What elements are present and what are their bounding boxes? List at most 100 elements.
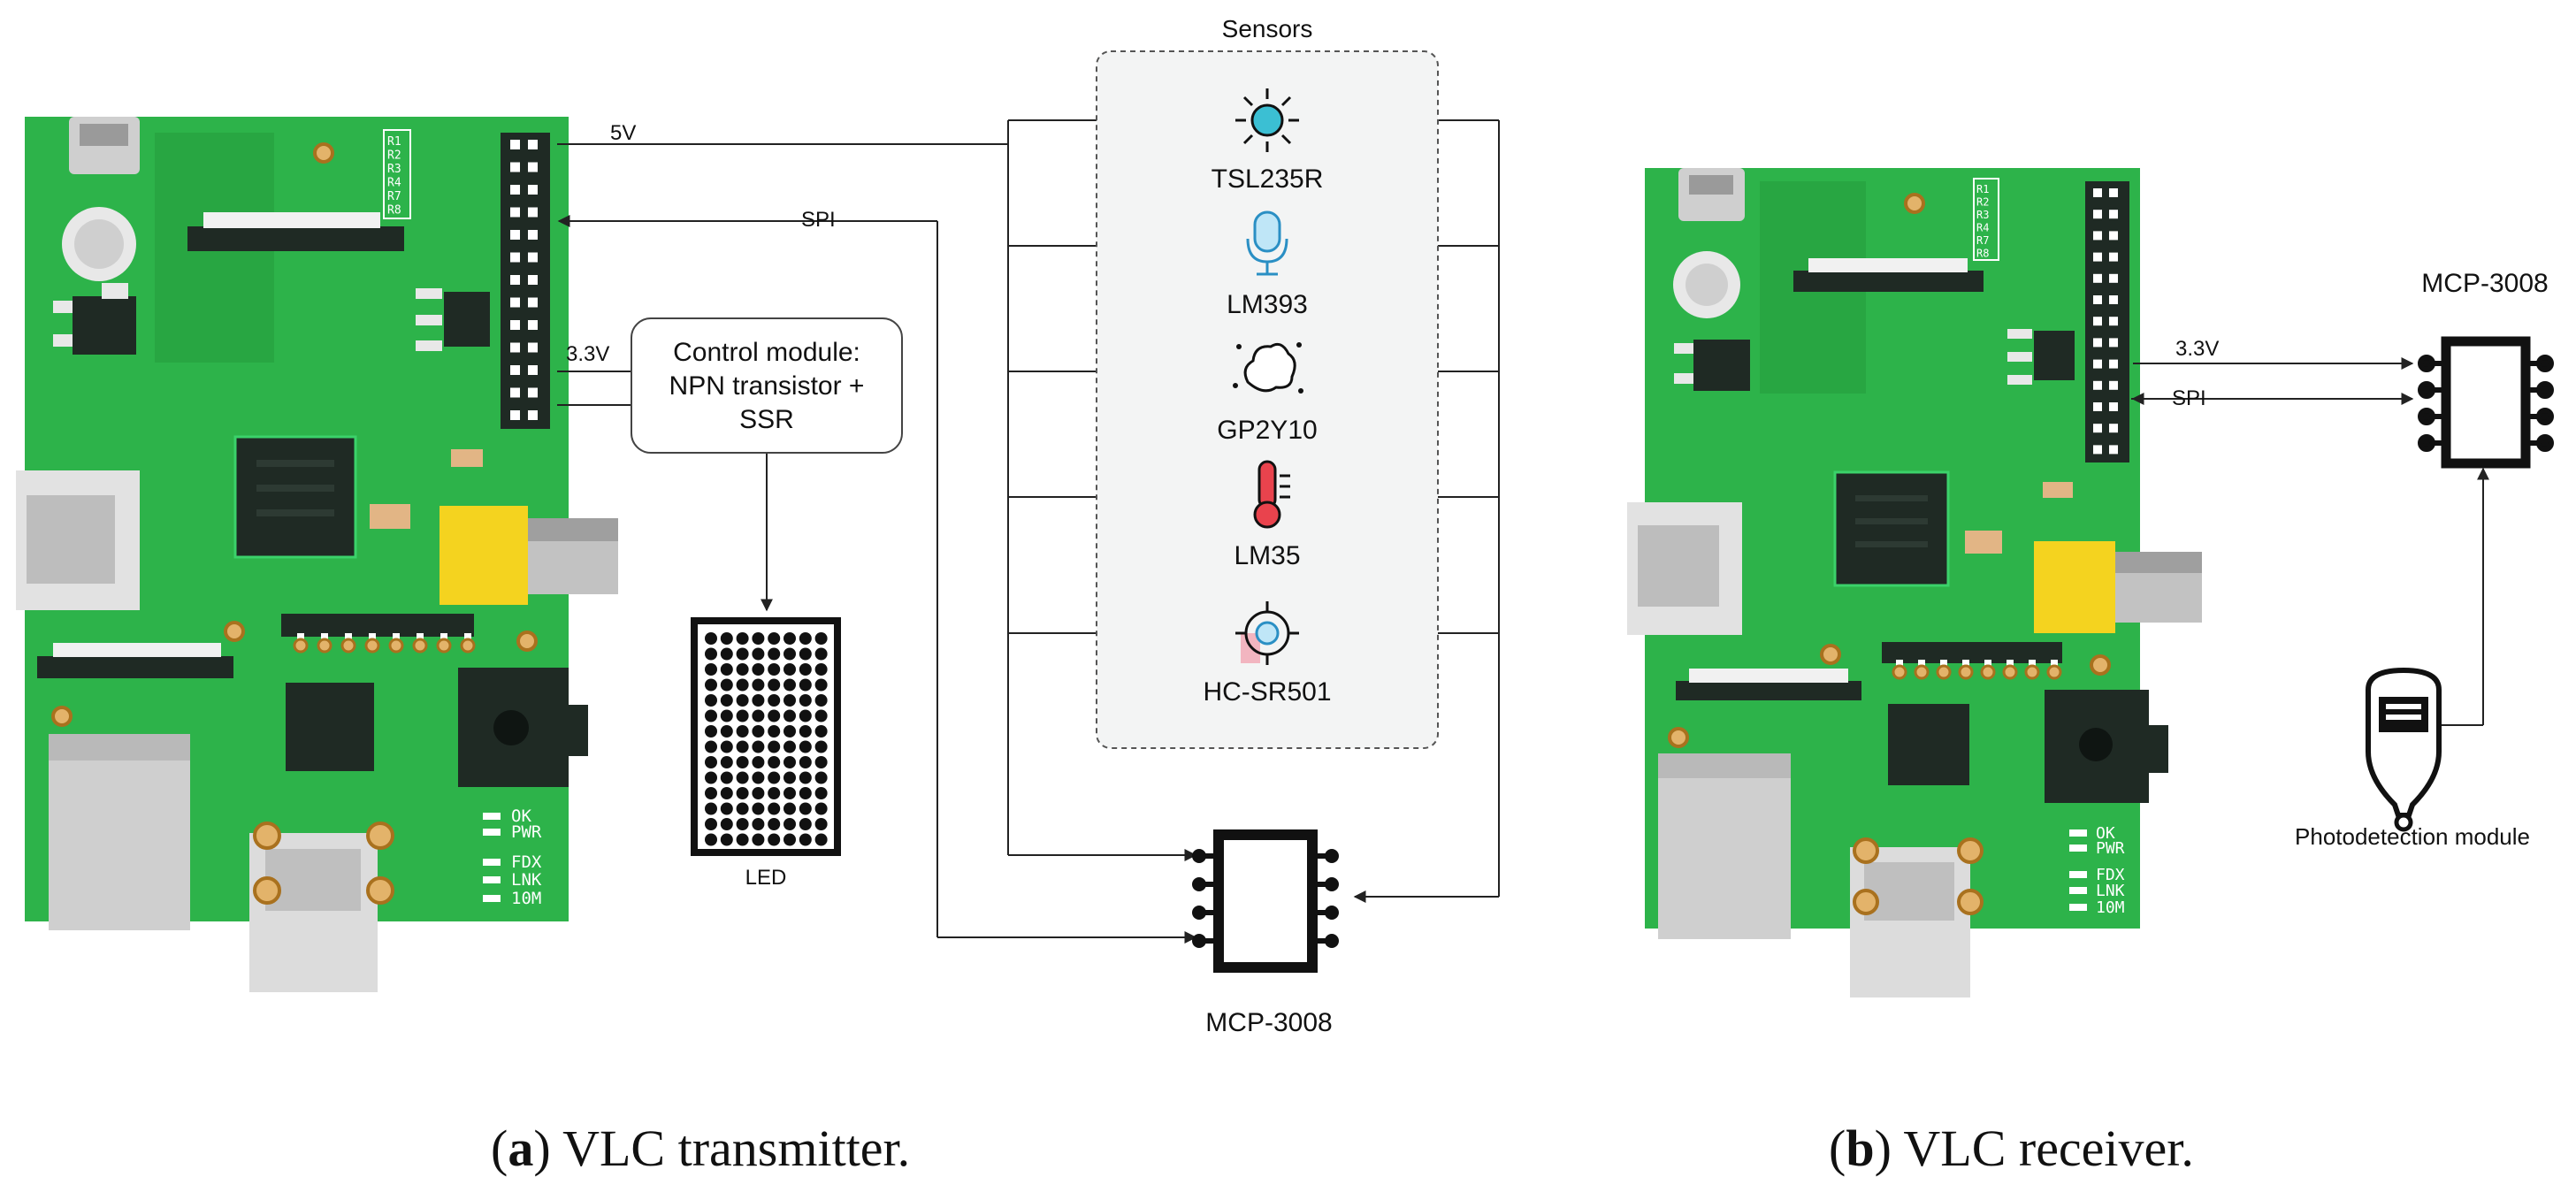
gpio-pin: [2093, 380, 2102, 390]
caption-b: (b) VLC receiver.: [1829, 1120, 2194, 1177]
status-led-label: 10M: [2096, 898, 2125, 917]
header-pin: [345, 633, 352, 640]
wire-label-5v: 5V: [610, 121, 636, 145]
led-dot: [705, 663, 717, 676]
header-pad: [364, 638, 380, 654]
led-dot: [799, 694, 812, 707]
led-dot: [814, 833, 828, 846]
led-matrix-icon: [691, 617, 841, 856]
header-pin: [464, 633, 471, 640]
led-dot: [736, 663, 749, 676]
led-dot: [799, 833, 812, 846]
status-led: [2069, 845, 2087, 852]
led-dot: [814, 663, 828, 676]
gpio-pin: [510, 387, 520, 398]
caption-b-letter: b: [1846, 1120, 1874, 1177]
gpio-pin: [2109, 188, 2118, 197]
sun-sensor-icon: [1235, 88, 1299, 152]
led-dot: [752, 756, 765, 768]
adc-chip-icon: [1192, 829, 1339, 973]
header-pad: [317, 638, 333, 654]
led-dot: [814, 771, 828, 784]
header-pad: [1980, 664, 1996, 680]
led-dot: [720, 802, 733, 815]
control-module-line-1: Control module:: [673, 338, 860, 367]
status-led-label: PWR: [2096, 839, 2125, 858]
led-dot: [705, 802, 717, 815]
led-dot: [736, 694, 749, 707]
led-dot: [720, 694, 733, 707]
led-dot: [752, 818, 765, 830]
board-pin-label: R8: [387, 204, 401, 218]
led-label: LED: [745, 866, 787, 890]
led-dot: [752, 632, 765, 645]
led-dot: [705, 709, 717, 722]
header-pin: [1962, 660, 1969, 667]
gpio-pin: [2109, 252, 2118, 262]
status-led-label: 10M: [511, 889, 541, 908]
led-dot: [784, 771, 796, 784]
gpio-pin: [2109, 210, 2118, 219]
led-dot: [720, 663, 733, 676]
board-pin-label: R1: [387, 135, 401, 149]
led-dot: [784, 725, 796, 738]
header-pin: [1984, 660, 1991, 667]
gpio-pin: [2093, 252, 2102, 262]
sensor-label-tsl235r: TSL235R: [1212, 164, 1324, 194]
led-dot: [799, 647, 812, 661]
gpio-pin: [510, 410, 520, 420]
led-dot: [705, 818, 717, 830]
led-dot: [784, 647, 796, 661]
receiver-wiring: [2131, 357, 2489, 726]
led-dot: [705, 725, 717, 738]
gpio-pin: [2093, 231, 2102, 241]
status-led: [483, 876, 501, 883]
header-pad: [1892, 664, 1907, 680]
led-dot: [720, 740, 733, 753]
motion-target-icon: [1235, 601, 1299, 665]
led-dot: [799, 802, 812, 815]
gpio-pin: [510, 230, 520, 240]
header-pad: [1936, 664, 1952, 680]
sensors-title: Sensors: [1222, 15, 1313, 42]
header-pin: [417, 633, 424, 640]
led-dot: [720, 725, 733, 738]
led-dot: [736, 647, 749, 661]
status-led: [2069, 871, 2087, 878]
status-led-label: LNK: [511, 870, 542, 890]
caption-a: (a) VLC transmitter.: [491, 1120, 910, 1177]
led-dot: [814, 694, 828, 707]
status-led: [483, 895, 501, 902]
led-dot: [814, 632, 828, 645]
gpio-pin: [2109, 424, 2118, 433]
led-dot: [784, 802, 796, 815]
status-led: [483, 859, 501, 866]
led-dot: [736, 725, 749, 738]
gpio-pin: [528, 162, 538, 172]
gpio-pin: [528, 140, 538, 149]
led-dot: [784, 709, 796, 722]
board-pin-label: R3: [1976, 209, 1989, 221]
board-pin-label: R3: [387, 163, 401, 176]
led-dot: [752, 771, 765, 784]
led-dot: [814, 709, 828, 722]
led-dot: [814, 725, 828, 738]
gpio-pin: [510, 275, 520, 285]
led-dot: [799, 663, 812, 676]
led-dot: [736, 833, 749, 846]
control-module-line-3: SSR: [739, 405, 794, 434]
led-dot: [784, 694, 796, 707]
led-dot: [720, 632, 733, 645]
led-dot: [814, 802, 828, 815]
led-dot: [736, 632, 749, 645]
led-dot: [814, 647, 828, 661]
gpio-pin: [510, 207, 520, 218]
rx-wire-label-3v3: 3.3V: [2175, 337, 2219, 361]
led-dot: [752, 833, 765, 846]
led-dot: [720, 678, 733, 692]
led-dot: [768, 771, 781, 784]
led-dot: [799, 709, 812, 722]
board-pin-label: R4: [1976, 222, 1989, 234]
led-dot: [720, 647, 733, 661]
